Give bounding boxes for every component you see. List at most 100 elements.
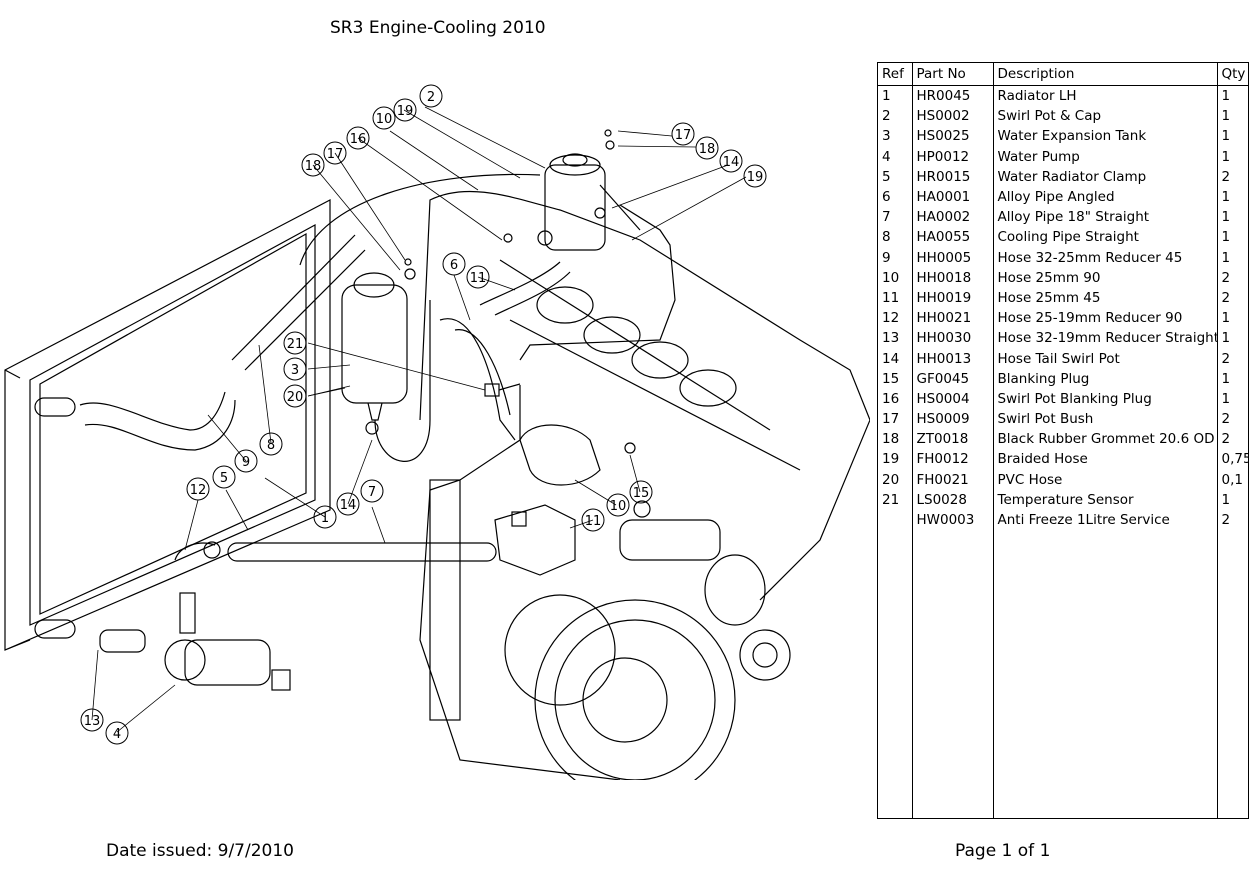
table-filler-row [878,530,1248,818]
row-part-no: HP0012 [911,146,993,167]
row-part-no: LS0028 [911,489,993,510]
row-part-no: FH0021 [911,469,993,490]
engine-block [419,190,870,780]
callout-20: 20 [287,390,304,405]
row-qty: 2 [1216,267,1248,288]
page-number: Page 1 of 1 [955,841,1051,861]
row-qty: 1 [1216,227,1248,248]
callout-1: 1 [321,511,329,526]
row-qty: 1 [1216,328,1248,349]
callout-3: 3 [291,363,299,378]
header-description: Description [992,63,1217,86]
swirl-pot [544,153,641,251]
row-ref [878,510,912,530]
row-part-no: HH0030 [911,328,993,349]
row-description: Anti Freeze 1Litre Service [992,509,1217,531]
row-ref: 16 [882,390,900,407]
callout-9: 9 [242,455,250,470]
row-ref: 10 [882,269,900,286]
row-description: Water Expansion Tank [992,126,1217,147]
callout-11b: 11 [585,514,602,529]
row-ref: 7 [882,209,891,226]
row-qty: 2 [1216,509,1248,531]
cooling-pipe-straight [231,234,366,371]
row-part-no: HA0001 [911,186,993,208]
row-description: Water Pump [992,146,1217,167]
row-description: Hose 32-25mm Reducer 45 [992,247,1217,268]
row-description: Hose 25mm 90 [992,267,1217,288]
radiator [4,199,331,651]
row-part-no: FH0012 [911,449,993,470]
row-ref: 13 [882,330,900,347]
row-part-no: GF0045 [911,368,993,389]
page-title: SR3 Engine-Cooling 2010 [330,18,546,38]
row-part-no: HH0019 [911,287,993,309]
parts-table-header: Ref Part No Description Qty [878,63,1248,86]
row-qty: 2 [1216,166,1248,187]
row-description: Swirl Pot Blanking Plug [992,388,1217,409]
header-part-no: Part No [911,63,993,86]
row-description: Radiator LH [992,85,1217,107]
row-ref: 4 [882,148,891,165]
callout-17a: 17 [675,128,692,143]
row-ref: 15 [882,370,900,387]
row-description: Water Radiator Clamp [992,166,1217,187]
callout-6: 6 [450,258,458,273]
row-part-no: HW0003 [911,509,993,531]
row-qty: 1 [1216,247,1248,268]
row-description: PVC Hose [992,469,1217,490]
header-qty: Qty [1216,63,1248,86]
row-part-no: HS0009 [911,409,993,430]
row-description: Blanking Plug [992,368,1217,389]
thermostat-housings [494,424,601,576]
row-qty: 1 [1216,207,1248,228]
row-qty: 2 [1216,429,1248,450]
row-ref: 2 [882,108,891,125]
braided-hose [299,173,676,441]
callout-10b: 10 [610,499,627,514]
row-qty: 0,75 [1216,449,1248,470]
row-ref: 21 [882,491,900,508]
row-ref: 19 [882,451,900,468]
row-ref: 6 [882,189,891,206]
row-qty: 2 [1216,409,1248,430]
filler-cell [992,530,1217,818]
row-ref: 14 [882,350,900,367]
row-ref: 9 [882,249,891,266]
row-description: Temperature Sensor [992,489,1217,510]
row-part-no: HH0005 [911,247,993,268]
row-qty: 1 [1216,146,1248,167]
callout-17b: 17 [327,147,344,162]
row-description: Hose 32-19mm Reducer Straight [992,328,1217,349]
row-qty: 1 [1216,186,1248,208]
row-qty: 1 [1216,388,1248,409]
alloy-pipe-straight [174,541,497,562]
callout-18a: 18 [699,142,716,157]
callout-18b: 18 [305,159,322,174]
row-description: Braided Hose [992,449,1217,470]
expansion-tank [341,272,431,462]
row-ref: 5 [882,168,891,185]
callout-19a: 19 [397,104,414,119]
filler-cell [1216,530,1248,818]
callout-14a: 14 [340,498,357,513]
row-part-no: HS0004 [911,388,993,409]
row-part-no: HA0055 [911,227,993,248]
row-ref: 8 [882,229,891,246]
row-description: Hose 25-19mm Reducer 90 [992,308,1217,329]
row-ref: 11 [882,289,900,306]
